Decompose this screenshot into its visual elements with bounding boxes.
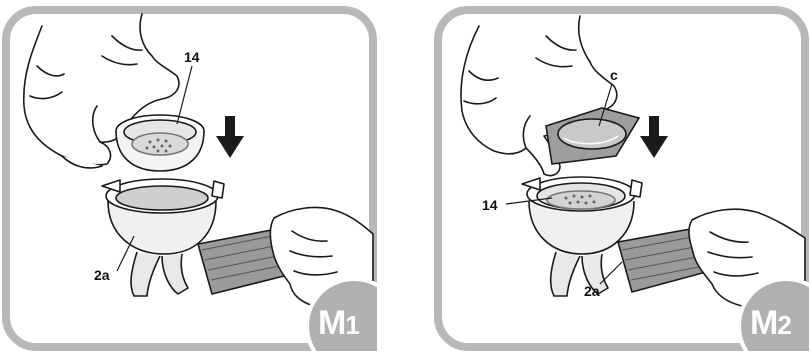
step-badge-label-m2: M2: [750, 306, 791, 340]
callout-label-filter: 14: [184, 50, 200, 64]
callout-label-portafilter: 2a: [584, 284, 600, 298]
filter-basket-14: [116, 115, 204, 171]
badge-letter: M: [750, 304, 777, 342]
callout-label-portafilter: 2a: [94, 268, 110, 282]
step-badge-label-m1: M1: [318, 306, 359, 340]
callout-label-pod: c: [610, 68, 618, 82]
badge-number: 2: [777, 310, 790, 340]
illustration-panel-m2: c 14 2a M2: [434, 6, 809, 351]
panel-m2-drawing: [434, 6, 809, 351]
badge-letter: M: [318, 304, 345, 342]
callout-label-filter: 14: [482, 198, 498, 212]
badge-number: 1: [345, 310, 358, 340]
illustration-panel-m1: 14 2a M1: [2, 6, 377, 351]
